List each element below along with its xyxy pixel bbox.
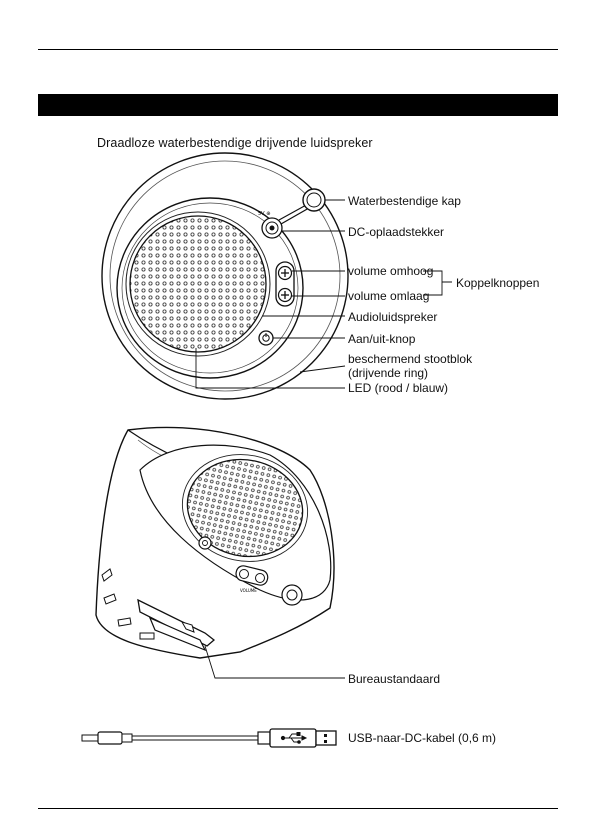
label-desk-stand: Bureaustandaard bbox=[348, 672, 440, 686]
speaker-grille bbox=[130, 216, 266, 352]
label-volume-up: volume omhoog bbox=[348, 264, 433, 278]
label-led: LED (rood / blauw) bbox=[348, 381, 448, 395]
label-dc-jack: DC-oplaadstekker bbox=[348, 225, 444, 239]
label-waterproof-cap: Waterbestendige kap bbox=[348, 194, 461, 208]
dc-plug-tip bbox=[82, 735, 98, 741]
label-bumper: beschermend stootblok bbox=[348, 352, 472, 366]
label-power-button: Aan/uit-knop bbox=[348, 332, 415, 346]
label-pair-buttons: Koppelknoppen bbox=[456, 276, 539, 290]
side-view: VOLUME bbox=[96, 427, 345, 678]
label-bumper-sub: (drijvende ring) bbox=[348, 366, 428, 380]
label-usb-cable: USB-naar-DC-kabel (0,6 m) bbox=[348, 731, 496, 745]
side-power-button bbox=[199, 537, 211, 549]
label-audio-speaker: Audioluidspreker bbox=[348, 310, 437, 324]
label-volume-down: volume omlaag bbox=[348, 289, 429, 303]
volume-mark: VOLUME bbox=[240, 588, 257, 593]
usb-cable-drawing bbox=[82, 729, 336, 747]
svg-text:5V ⊕: 5V ⊕ bbox=[258, 211, 270, 217]
